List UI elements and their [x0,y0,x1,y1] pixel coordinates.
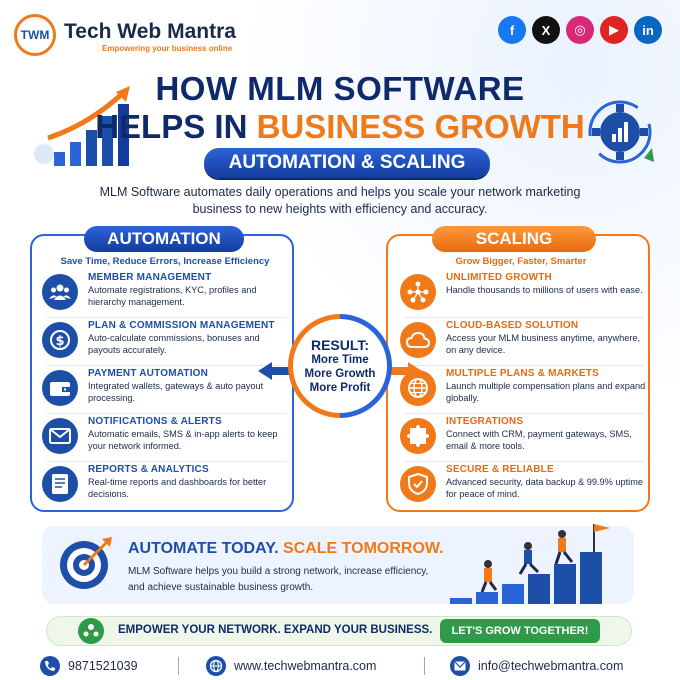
feature-title: MEMBER MANAGEMENT [88,272,212,283]
feature-row: SECURE & RELIABLE Advanced security, data… [400,464,650,508]
feature-title: MULTIPLE PLANS & MARKETS [446,368,599,379]
feature-desc: Integrated wallets, gateways & auto payo… [88,381,264,403]
feature-desc: Auto-calculate commissions, bonuses and … [88,333,260,355]
automation-heading: AUTOMATION [84,226,244,252]
banner-text: MLM Software helps you build a strong ne… [128,566,429,593]
feature-title: NOTIFICATIONS & ALERTS [88,416,222,427]
row-divider [404,461,644,462]
feature-desc: Advanced security, data backup & 99.9% u… [446,477,643,499]
phone-number[interactable]: 9871521039 [68,659,138,673]
feature-title: REPORTS & ANALYTICS [88,464,209,475]
scaling-heading: SCALING [432,226,596,252]
feature-row: $ PLAN & COMMISSION MANAGEMENT Auto-calcul… [42,320,292,364]
feature-row: UNLIMITED GROWTH Handle thousands to mill… [400,272,650,316]
feature-desc: Automate registrations, KYC, profiles an… [88,285,257,307]
banner-title-b: SCALE TOMORROW. [282,540,444,557]
linkedin-icon[interactable]: in [634,16,662,44]
feature-row: NOTIFICATIONS & ALERTS Automatic emails, … [42,416,292,460]
growth-chart-icon [34,86,130,166]
title-part-a: HELPS IN [95,108,257,145]
main-title-line2: HELPS IN BUSINESS GROWTH [0,108,680,146]
dollar-icon: $ [42,322,78,358]
row-divider [46,413,286,414]
report-icon [42,466,78,502]
target-icon [60,537,112,589]
automation-subheading: Save Time, Reduce Errors, Increase Effic… [60,256,270,267]
logo-text: TWM [20,28,50,42]
banner-title: AUTOMATE TODAY. SCALE TOMORROW. [128,540,444,558]
svg-text:$: $ [55,334,64,349]
wallet-icon [42,370,78,406]
result-line: More Profit [309,382,371,394]
feature-desc: Access your MLM business anytime, anywhe… [446,333,641,355]
feature-desc: Launch multiple compensation plans and e… [446,381,646,403]
row-divider [404,317,644,318]
arrow-left-icon [258,362,272,380]
youtube-icon[interactable]: ▶ [600,16,628,44]
website-link[interactable]: www.techwebmantra.com [234,659,377,673]
phone-icon [40,656,60,676]
x-icon[interactable]: X [532,16,560,44]
row-divider [46,365,286,366]
row-divider [404,365,644,366]
banner-title-a: AUTOMATE TODAY. [128,540,283,557]
globe-icon [400,370,436,406]
brand-name: Tech Web Mantra [64,20,236,43]
cloud-icon [400,322,436,358]
subtitle-pill: AUTOMATION & SCALING [204,148,490,178]
feature-title: UNLIMITED GROWTH [446,272,552,283]
brand-logo[interactable]: TWM [14,14,56,56]
growth-stairs-illustration [450,524,610,604]
team-icon [42,274,78,310]
row-divider [46,317,286,318]
result-title: RESULT: [310,337,370,353]
gear-chart-icon [588,100,654,164]
feature-title: CLOUD-BASED SOLUTION [446,320,579,331]
title-part-b: BUSINESS GROWTH [256,108,585,145]
feature-row: CLOUD-BASED SOLUTION Access your MLM busi… [400,320,650,364]
feature-row: REPORTS & ANALYTICS Real-time reports and… [42,464,292,508]
brand-tagline: Empowering your business online [102,44,233,53]
intro-text: MLM Software automates daily operations … [99,185,581,216]
feature-row: MULTIPLE PLANS & MARKETS Launch multiple … [400,368,650,412]
arrow-right-icon [408,362,422,380]
puzzle-icon [400,418,436,454]
feature-desc: Connect with CRM, payment gateways, SMS,… [446,429,632,451]
feature-desc: Automatic emails, SMS & in-app alerts to… [88,429,278,451]
feature-desc: Handle thousands to millions of users wi… [446,285,643,295]
network-icon [400,274,436,310]
feature-title: INTEGRATIONS [446,416,524,427]
arrow-left-shaft [270,367,290,375]
feature-title: PLAN & COMMISSION MANAGEMENT [88,320,275,331]
main-title-line1: HOW MLM SOFTWARE [155,70,525,107]
row-divider [404,413,644,414]
feature-row: INTEGRATIONS Connect with CRM, payment ga… [400,416,650,460]
email-link[interactable]: info@techwebmantra.com [478,659,624,673]
email-icon [450,656,470,676]
result-line: More Time [311,354,369,366]
footer-divider [178,657,179,675]
feature-title: PAYMENT AUTOMATION [88,368,209,379]
feature-desc: Real-time reports and dashboards for bet… [88,477,267,499]
result-line: More Growth [304,368,376,380]
shield-icon [400,466,436,502]
footer-divider [424,657,425,675]
scaling-subheading: Grow Bigger, Faster, Smarter [455,256,587,267]
envelope-icon [42,418,78,454]
result-circle: RESULT: More Time More Growth More Profi… [288,314,392,418]
facebook-icon[interactable]: f [498,16,526,44]
globe-icon [206,656,226,676]
feature-title: SECURE & RELIABLE [446,464,554,475]
instagram-icon[interactable]: ◎ [566,16,594,44]
feature-row: MEMBER MANAGEMENT Automate registrations,… [42,272,292,316]
row-divider [46,461,286,462]
lets-grow-button[interactable]: LET'S GROW TOGETHER! [440,619,600,643]
network-people-icon [78,618,104,644]
arrow-right-shaft [390,367,410,375]
feature-row: PAYMENT AUTOMATION Integrated wallets, ga… [42,368,292,412]
empower-text: EMPOWER YOUR NETWORK. EXPAND YOUR BUSINE… [118,624,433,636]
